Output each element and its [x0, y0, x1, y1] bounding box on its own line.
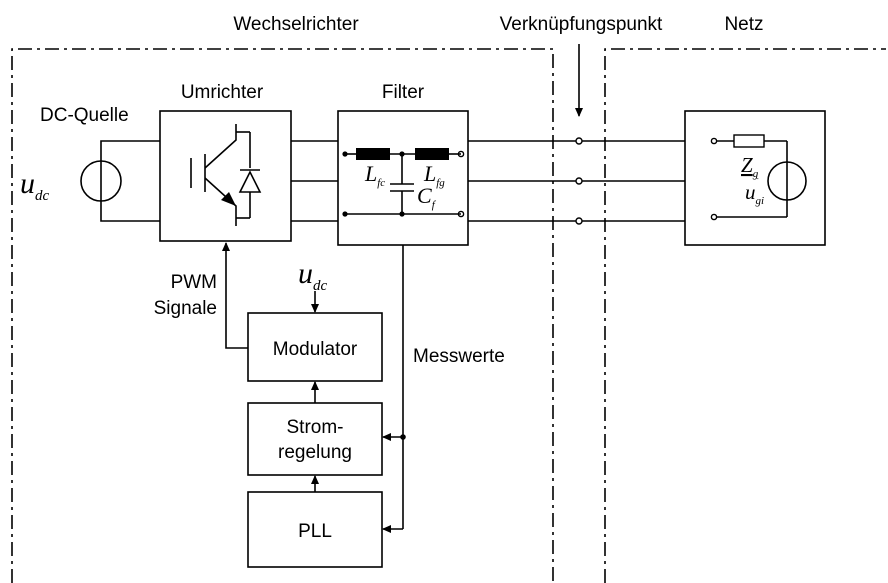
modulator-label: Modulator	[273, 339, 358, 360]
wechselrichter-boundary	[11, 48, 554, 583]
netz-boundary	[604, 48, 886, 583]
c-f-symbol: Cf	[417, 183, 437, 211]
u-gi-symbol: ugi	[745, 180, 764, 207]
igbt-diode-icon	[190, 124, 262, 226]
dc-quelle-label: DC-Quelle	[40, 105, 129, 126]
stromregelung-block	[247, 402, 383, 476]
messwerte-label: Messwerte	[413, 346, 505, 367]
netz-title: Netz	[724, 14, 763, 35]
stromregelung-label-1: Strom-	[287, 417, 344, 438]
filter-block	[337, 110, 469, 246]
pcc-terminals	[575, 137, 583, 225]
pll-block	[247, 491, 383, 568]
stromregelung-label-2: regelung	[278, 442, 352, 463]
u-dc-control-symbol: udc	[298, 257, 328, 294]
verknuepfungspunkt-title: Verknüpfungspunkt	[500, 14, 663, 35]
filter-label: Filter	[382, 82, 425, 103]
messwerte-feedback	[382, 245, 406, 533]
u-dc-symbol: udc	[20, 167, 50, 204]
pll-label: PLL	[298, 521, 332, 542]
modulator-block	[247, 312, 383, 382]
z-g-symbol: Zg	[741, 153, 759, 180]
wechselrichter-title: Wechselrichter	[233, 14, 359, 35]
umrichter-label: Umrichter	[181, 82, 264, 103]
pwm-signal-arrow	[222, 242, 248, 349]
netz-block	[684, 110, 826, 246]
l-fg-symbol: Lfg	[423, 161, 445, 189]
umrichter-block	[159, 110, 292, 242]
dc-source-symbol	[80, 140, 160, 222]
l-fc-symbol: Lfc	[364, 161, 385, 189]
signale-label: Signale	[154, 298, 217, 319]
grid-lines	[468, 140, 685, 222]
pwm-label: PWM	[171, 272, 217, 293]
grid-equivalent-circuit	[710, 134, 807, 221]
lcl-filter-circuit	[342, 148, 465, 218]
